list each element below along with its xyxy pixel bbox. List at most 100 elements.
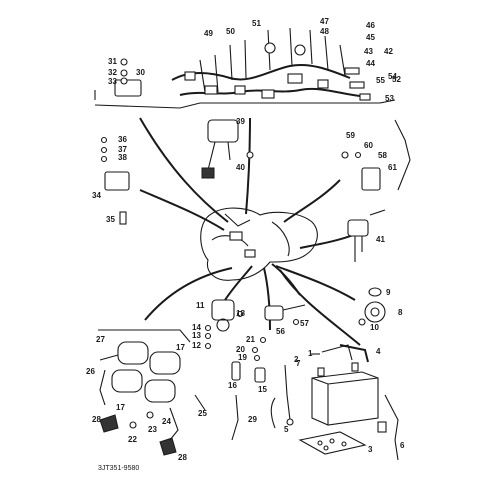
part-14-oring <box>204 324 212 332</box>
label-3: 3 <box>368 445 373 454</box>
label-44: 44 <box>366 59 375 68</box>
label-57: 57 <box>300 319 309 328</box>
label-36: 36 <box>118 135 127 144</box>
part-35-connector <box>119 211 127 225</box>
part-9-grommet <box>368 287 382 297</box>
part-28-plug-cap-lower <box>159 437 177 456</box>
part-39-starter-relay <box>201 119 239 179</box>
label-31: 31 <box>108 57 117 66</box>
label-27: 27 <box>96 335 105 344</box>
label-46: 46 <box>366 21 375 30</box>
label-4: 4 <box>376 347 381 356</box>
part-10-bolt <box>358 318 366 326</box>
label-6: 6 <box>400 441 405 450</box>
part-25-lead <box>194 394 206 411</box>
label-41: 41 <box>376 235 385 244</box>
battery <box>311 362 379 426</box>
label-1: 1 <box>308 349 313 358</box>
part-31-bolt <box>120 58 128 66</box>
label-22: 22 <box>128 435 137 444</box>
label-17-a: 17 <box>176 343 185 352</box>
label-59: 59 <box>346 131 355 140</box>
part-13-washer <box>204 332 212 340</box>
part-24-lead <box>169 407 179 441</box>
label-42: 42 <box>384 47 393 56</box>
label-11: 11 <box>196 301 205 310</box>
part-33-nut <box>120 77 128 85</box>
part-6-cable <box>384 394 399 461</box>
label-18: 18 <box>236 309 245 318</box>
label-49: 49 <box>204 29 213 38</box>
part-22-bolt <box>129 421 137 429</box>
label-9: 9 <box>386 288 391 297</box>
part-58-unit <box>361 167 381 191</box>
part-20-collar <box>251 346 259 354</box>
label-32: 32 <box>108 68 117 77</box>
part-18-bolt <box>236 310 244 318</box>
label-5: 5 <box>284 425 289 434</box>
part-1-bracket <box>321 344 353 361</box>
label-2: 2 <box>294 355 299 364</box>
label-15: 15 <box>258 385 267 394</box>
label-16: 16 <box>228 381 237 390</box>
label-48: 48 <box>320 27 329 36</box>
part-30-relay <box>114 79 142 97</box>
part-8-horn <box>364 301 386 323</box>
wire-harness <box>171 27 371 101</box>
label-21: 21 <box>246 335 255 344</box>
label-12: 12 <box>192 341 201 350</box>
part-23-washer <box>146 411 154 419</box>
part-28-plug-cap <box>99 414 119 433</box>
label-8: 8 <box>398 308 403 317</box>
part-57-screw <box>292 318 300 326</box>
label-13: 13 <box>192 331 201 340</box>
part-59-screw <box>341 151 349 159</box>
part-19-washer <box>253 354 261 362</box>
part-7-cable <box>284 364 291 421</box>
part-17-ignition-coils <box>99 341 181 403</box>
label-40: 40 <box>236 163 245 172</box>
part-11-sensor <box>211 299 235 332</box>
label-47: 47 <box>320 17 329 26</box>
label-7: 7 <box>296 359 301 368</box>
part-38-grommet <box>100 155 108 163</box>
label-61: 61 <box>388 163 397 172</box>
label-25: 25 <box>198 409 207 418</box>
label-53: 53 <box>385 94 394 103</box>
label-37: 37 <box>118 145 127 154</box>
label-35: 35 <box>106 215 115 224</box>
part-number-labels: 1 2 3 4 5 6 7 8 9 10 11 12 13 14 15 16 1… <box>86 17 405 462</box>
label-58: 58 <box>378 151 387 160</box>
part-15-plug-cap <box>254 367 266 383</box>
label-34: 34 <box>92 191 101 200</box>
label-26: 26 <box>86 367 95 376</box>
label-20: 20 <box>236 345 245 354</box>
label-55: 55 <box>376 76 385 85</box>
part-34-flasher <box>104 171 130 191</box>
label-60: 60 <box>364 141 373 150</box>
label-30: 30 <box>136 68 145 77</box>
label-10: 10 <box>370 323 379 332</box>
part-5-cable <box>270 397 276 429</box>
label-17-b: 17 <box>116 403 125 412</box>
diagram-code: 3JT351-9580 <box>98 465 139 472</box>
part-37-collar <box>100 146 108 154</box>
part-4-band <box>339 344 369 363</box>
label-56: 56 <box>276 327 285 336</box>
part-40-screw <box>246 151 254 159</box>
label-28-b: 28 <box>178 453 187 462</box>
label-19: 19 <box>238 353 247 362</box>
harness-frame <box>94 90 396 109</box>
label-54: 54 <box>388 72 397 81</box>
part-60-washer <box>354 151 362 159</box>
part-21-screw <box>259 336 267 344</box>
label-28-a: 28 <box>92 415 101 424</box>
part-3-cover <box>298 431 367 455</box>
label-38: 38 <box>118 153 127 162</box>
label-50: 50 <box>226 27 235 36</box>
label-14: 14 <box>192 323 201 332</box>
label-29: 29 <box>248 415 257 424</box>
label-39: 39 <box>236 117 245 126</box>
leader-lines <box>139 117 366 346</box>
